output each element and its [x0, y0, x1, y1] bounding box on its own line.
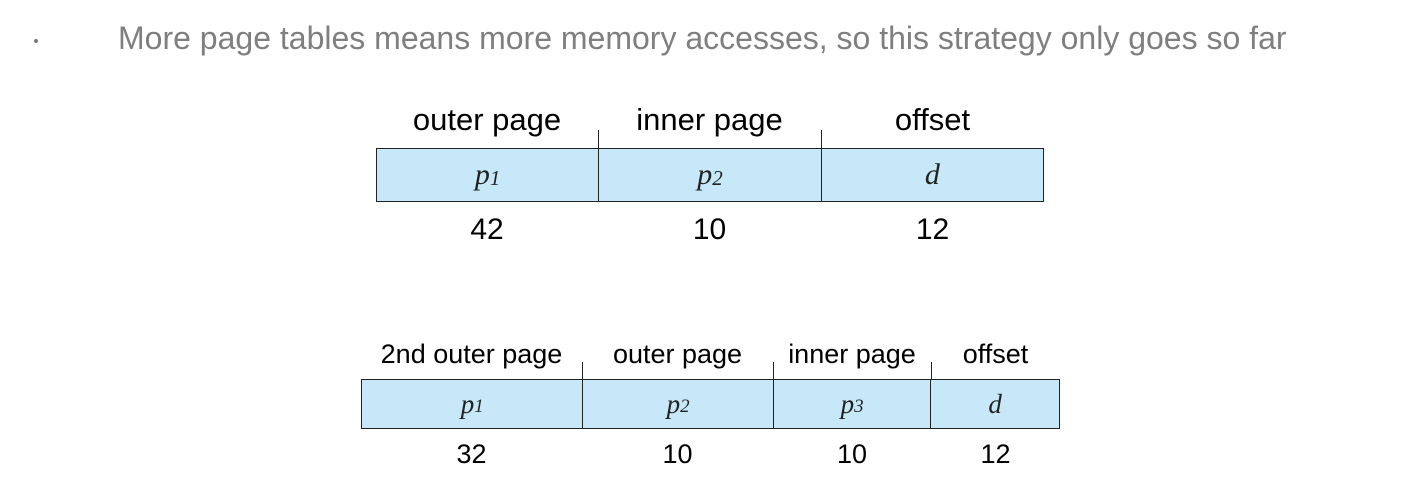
bit-width-inner-page: 10 [836, 439, 868, 469]
field-bit-widths: 42 10 12 [376, 210, 1044, 250]
header-inner-page: inner page [788, 339, 916, 369]
header-offset: offset [962, 339, 1029, 369]
bit-width-offset: 12 [980, 439, 1011, 469]
bullet-point: More page tables means more memory acces… [0, 0, 1410, 80]
field-d: d [930, 380, 1059, 428]
field-d: d [820, 149, 1043, 201]
bit-width-outer-page: 42 [470, 213, 504, 246]
divider-tick [773, 362, 774, 379]
bullet-dot-icon [34, 39, 38, 43]
divider-tick [931, 362, 932, 379]
field-bit-widths: 32 10 10 12 [361, 435, 1060, 473]
header-offset: offset [894, 102, 971, 137]
field-headers: outer page inner page offset [376, 98, 1044, 142]
bit-width-offset: 12 [915, 213, 950, 246]
bit-width-2nd-outer-page: 32 [456, 439, 487, 469]
bit-width-inner-page: 10 [692, 213, 727, 246]
divider-tick [582, 362, 583, 379]
header-outer-page: outer page [612, 339, 743, 369]
divider-tick [598, 130, 599, 148]
three-level-address-diagram: 2nd outer page outer page inner page off… [361, 334, 1060, 474]
divider-tick [821, 130, 822, 148]
header-inner-page: inner page [636, 102, 783, 137]
bullet-text: More page tables means more memory acces… [118, 20, 1287, 56]
header-2nd-outer-page: 2nd outer page [380, 339, 563, 369]
bit-width-outer-page: 10 [662, 439, 693, 469]
header-outer-page: outer page [412, 102, 562, 137]
field-headers: 2nd outer page outer page inner page off… [361, 334, 1060, 374]
